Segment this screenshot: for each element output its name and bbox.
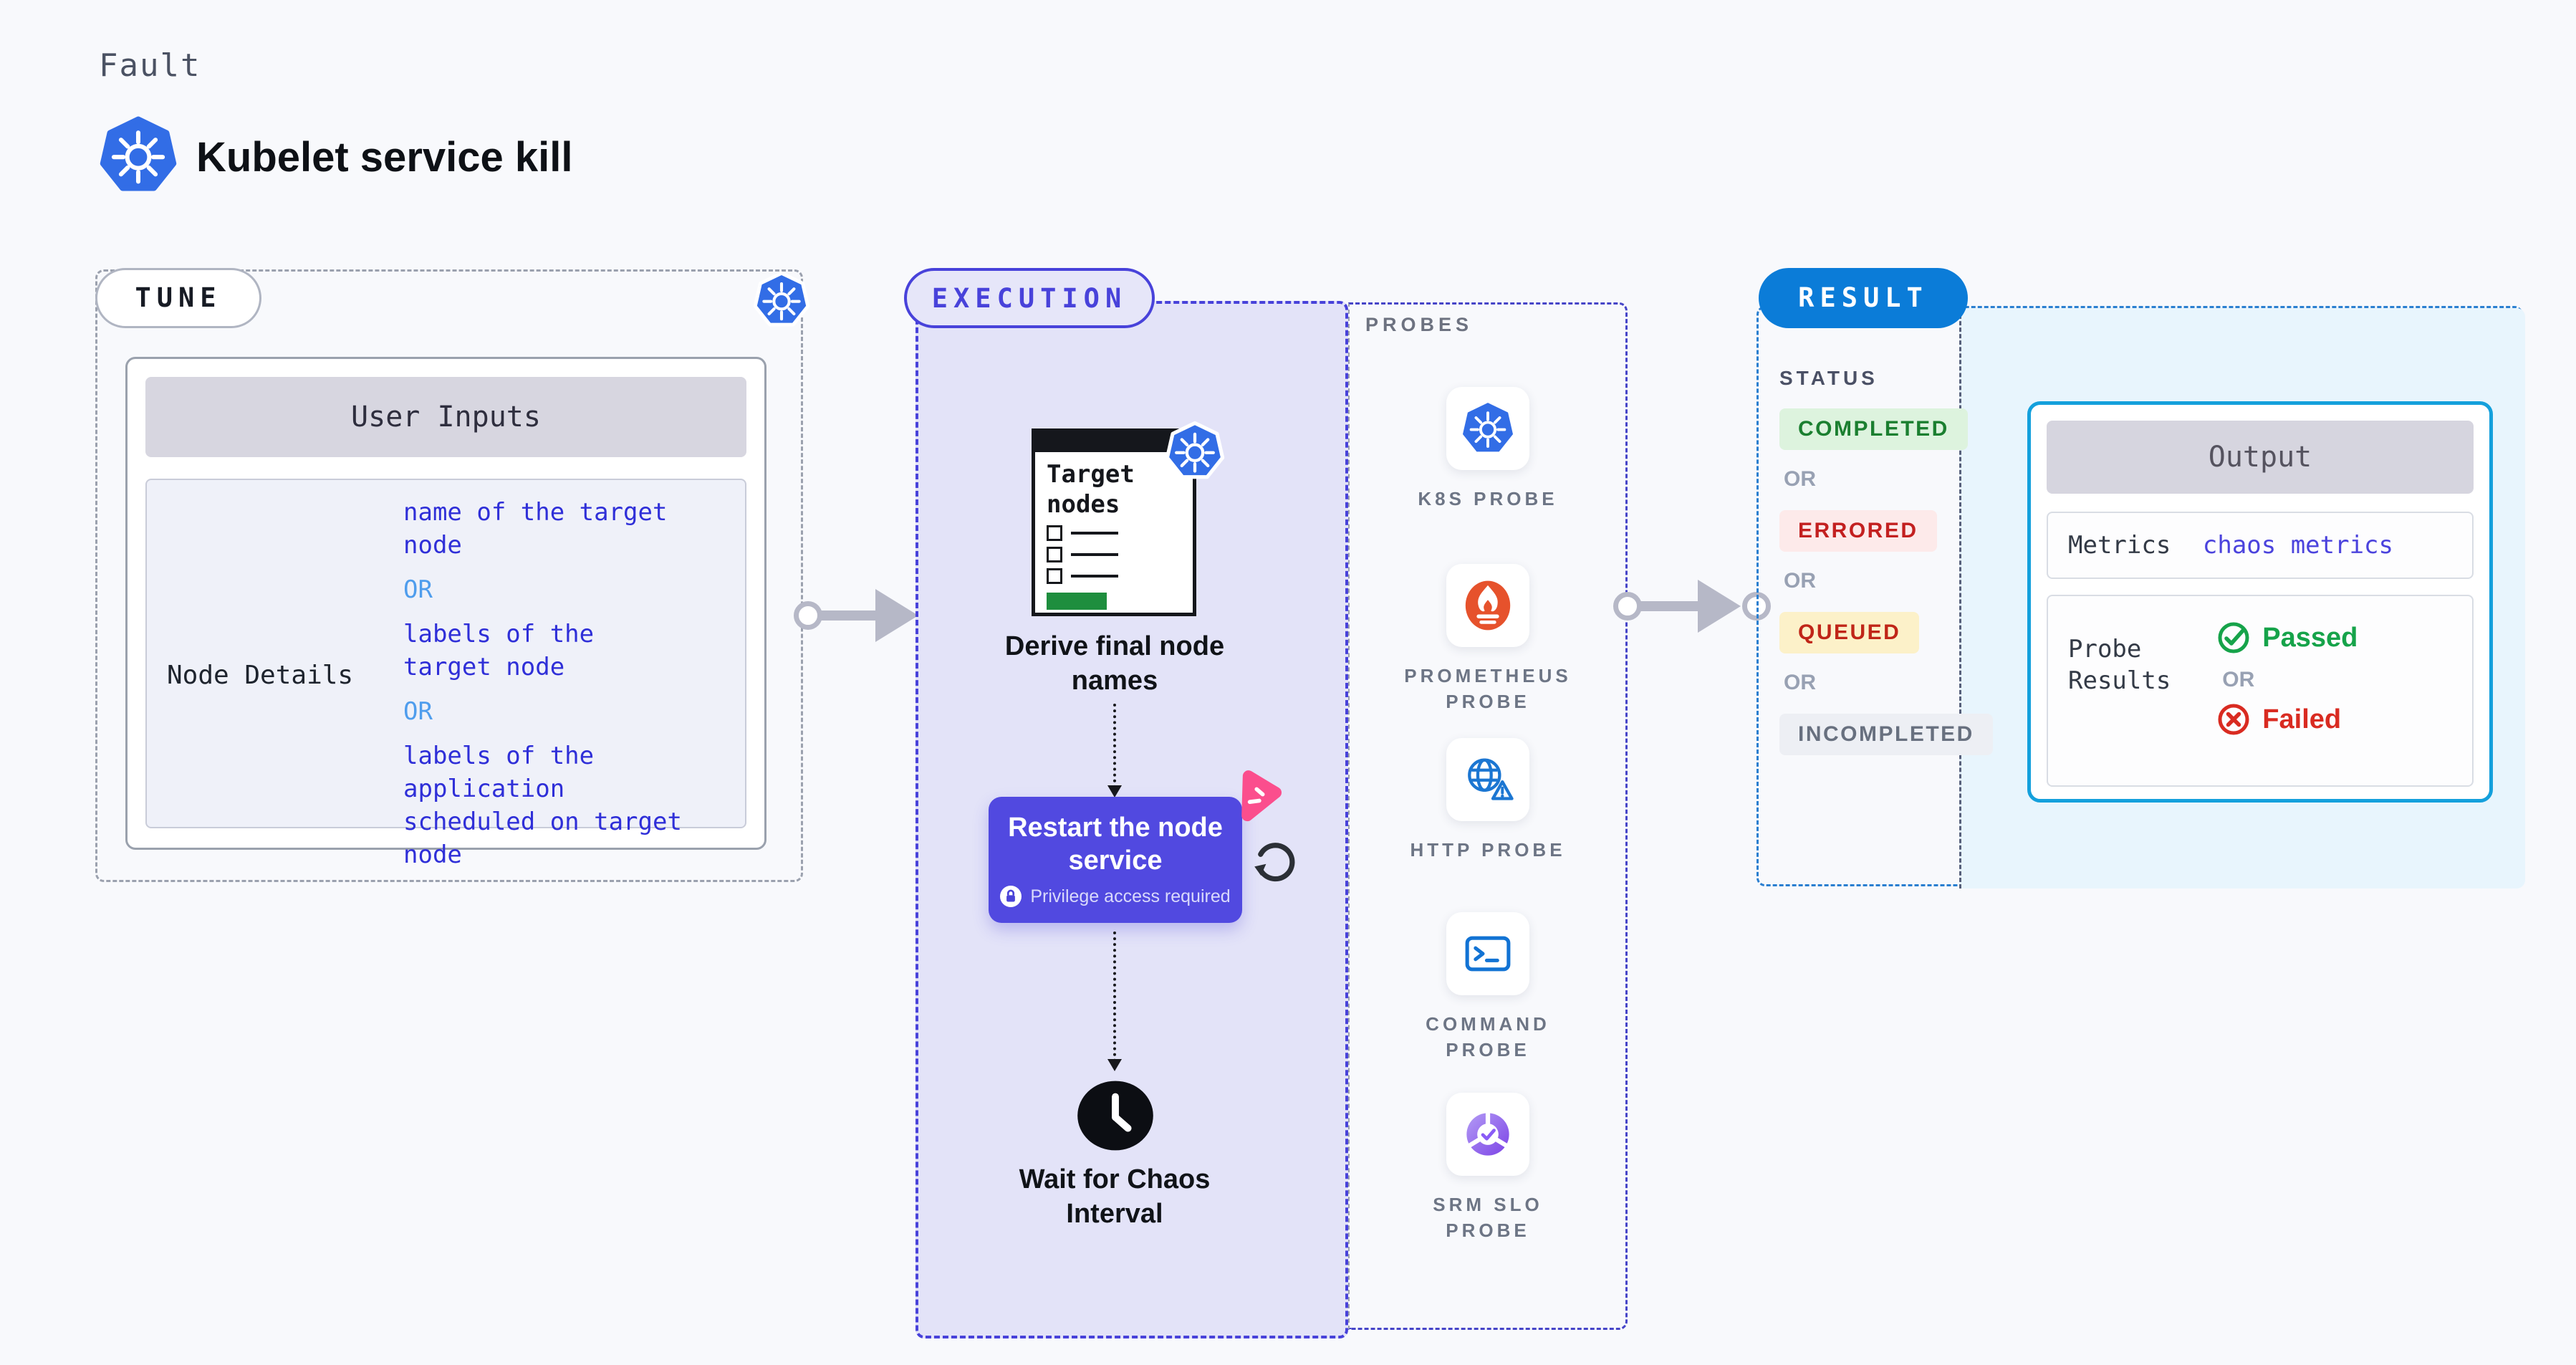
line-placeholder xyxy=(1071,532,1118,535)
node-details-values: name of the target node OR labels of the… xyxy=(403,496,745,871)
checkbox-icon xyxy=(1047,568,1062,584)
execution-section-pill: EXECUTION xyxy=(904,268,1155,328)
arrow-shaft xyxy=(821,610,877,621)
node-details-label: Node Details xyxy=(167,661,354,690)
arrow-head xyxy=(875,589,918,642)
user-inputs-header: User Inputs xyxy=(145,377,746,457)
node-list-item xyxy=(1047,547,1193,562)
probe-card xyxy=(1446,387,1529,470)
checkbox-icon xyxy=(1047,547,1062,562)
probe-card xyxy=(1446,738,1529,821)
metrics-value: chaos metrics xyxy=(2202,531,2393,560)
tune-section-pill: TUNE xyxy=(95,268,261,328)
status-badge-errored: ERRORED xyxy=(1779,510,1937,552)
status-badge-incompleted: INCOMPLETED xyxy=(1779,714,1993,755)
or-separator: OR xyxy=(1784,467,1816,491)
status-column: STATUS COMPLETED OR ERRORED OR QUEUED OR… xyxy=(1779,367,1993,755)
status-badge-completed: COMPLETED xyxy=(1779,408,1968,450)
passed-line: Passed xyxy=(2216,621,2358,655)
probe-label: SRM SLO PROBE xyxy=(1433,1194,1543,1241)
or-separator: OR xyxy=(1784,671,1816,694)
restart-step-title: Restart the node service xyxy=(1008,813,1223,876)
status-badge-queued: QUEUED xyxy=(1779,612,1920,653)
k8s-icon xyxy=(1462,403,1514,452)
output-header: Output xyxy=(2047,421,2474,494)
line-placeholder xyxy=(1071,575,1118,578)
probe-card xyxy=(1446,912,1529,995)
user-inputs-table: Node Details name of the target node OR … xyxy=(145,479,746,869)
probe-label: K8S PROBE xyxy=(1418,488,1558,509)
probe-results-values: Passed OR Failed xyxy=(2216,596,2358,785)
chaos-fault-icon xyxy=(1241,770,1282,822)
checkbox-icon xyxy=(1047,525,1062,541)
clock-icon xyxy=(1077,1081,1153,1151)
target-nodes-titlebar xyxy=(1035,432,1193,452)
probe-results-label: Probe Results xyxy=(2068,635,2171,695)
probe-results-row: Probe Results Passed OR Failed xyxy=(2047,595,2474,787)
metrics-row: Metrics chaos metrics xyxy=(2047,512,2474,579)
kubernetes-icon xyxy=(100,116,177,191)
failed-label: Failed xyxy=(2262,704,2342,734)
flow-arrow-head xyxy=(1107,785,1122,798)
http-icon xyxy=(1468,758,1514,800)
metrics-label: Metrics xyxy=(2068,531,2171,560)
probe-label: COMMAND PROBE xyxy=(1426,1013,1550,1060)
output-card: Output Metrics chaos metrics Probe Resul… xyxy=(2027,401,2493,803)
page-title: Kubelet service kill xyxy=(196,134,573,181)
command-icon xyxy=(1465,936,1511,972)
input-option: name of the target node xyxy=(403,498,668,560)
flow-arrow-head xyxy=(1107,1059,1122,1071)
arrow-shaft xyxy=(1640,601,1699,611)
target-nodes-card: Target nodes xyxy=(1032,421,1225,616)
or-separator: OR xyxy=(1784,569,1816,593)
check-circle-icon xyxy=(2218,622,2249,653)
fault-eyebrow: Fault xyxy=(99,47,201,84)
status-header: STATUS xyxy=(1779,367,1878,389)
prometheus-icon xyxy=(1465,580,1511,631)
or-separator: OR xyxy=(403,697,433,726)
privilege-badge: Privilege access required xyxy=(989,886,1242,907)
or-separator: OR xyxy=(2222,668,2255,691)
retry-loop-icon xyxy=(1254,843,1295,882)
user-inputs-card: User Inputs Node Details name of the tar… xyxy=(125,357,766,869)
privilege-label: Privilege access required xyxy=(1030,886,1231,906)
line-placeholder xyxy=(1071,553,1118,556)
failed-line: Failed xyxy=(2216,702,2358,737)
tune-section-box xyxy=(95,269,803,882)
input-option: labels of the target node xyxy=(403,620,595,681)
x-circle-icon xyxy=(2218,704,2249,735)
kubernetes-badge-icon xyxy=(1165,421,1225,479)
or-separator: OR xyxy=(403,575,433,604)
derive-step-caption: Derive final node names xyxy=(1004,631,1225,696)
probes-section-box xyxy=(1348,302,1628,1330)
progress-bar xyxy=(1047,593,1107,610)
node-list-item xyxy=(1047,525,1193,541)
result-section-pill: RESULT xyxy=(1759,268,1968,328)
probe-label: PROMETHEUS PROBE xyxy=(1404,665,1572,712)
restart-node-service-step: Restart the node service Privilege acces… xyxy=(989,797,1242,923)
flow-connector xyxy=(1113,931,1116,1062)
kubernetes-badge-icon xyxy=(753,271,810,327)
probes-column-label: PROBES xyxy=(1365,314,1474,335)
connector-port xyxy=(1613,592,1642,621)
passed-label: Passed xyxy=(2262,622,2358,653)
flow-connector xyxy=(1113,704,1116,788)
lock-icon xyxy=(1000,886,1022,907)
result-divider xyxy=(1959,308,1961,889)
node-list-item xyxy=(1047,568,1193,584)
target-nodes-title: Target nodes xyxy=(1047,460,1135,519)
connector-port xyxy=(794,601,822,630)
input-option: labels of the application scheduled on t… xyxy=(403,742,682,869)
probe-card xyxy=(1446,1093,1529,1176)
arrow-head xyxy=(1698,580,1741,633)
probe-label: HTTP PROBE xyxy=(1410,839,1566,861)
wait-step-caption: Wait for Chaos Interval xyxy=(1019,1164,1211,1229)
probe-card xyxy=(1446,564,1529,647)
srm-slo-icon xyxy=(1466,1111,1509,1156)
